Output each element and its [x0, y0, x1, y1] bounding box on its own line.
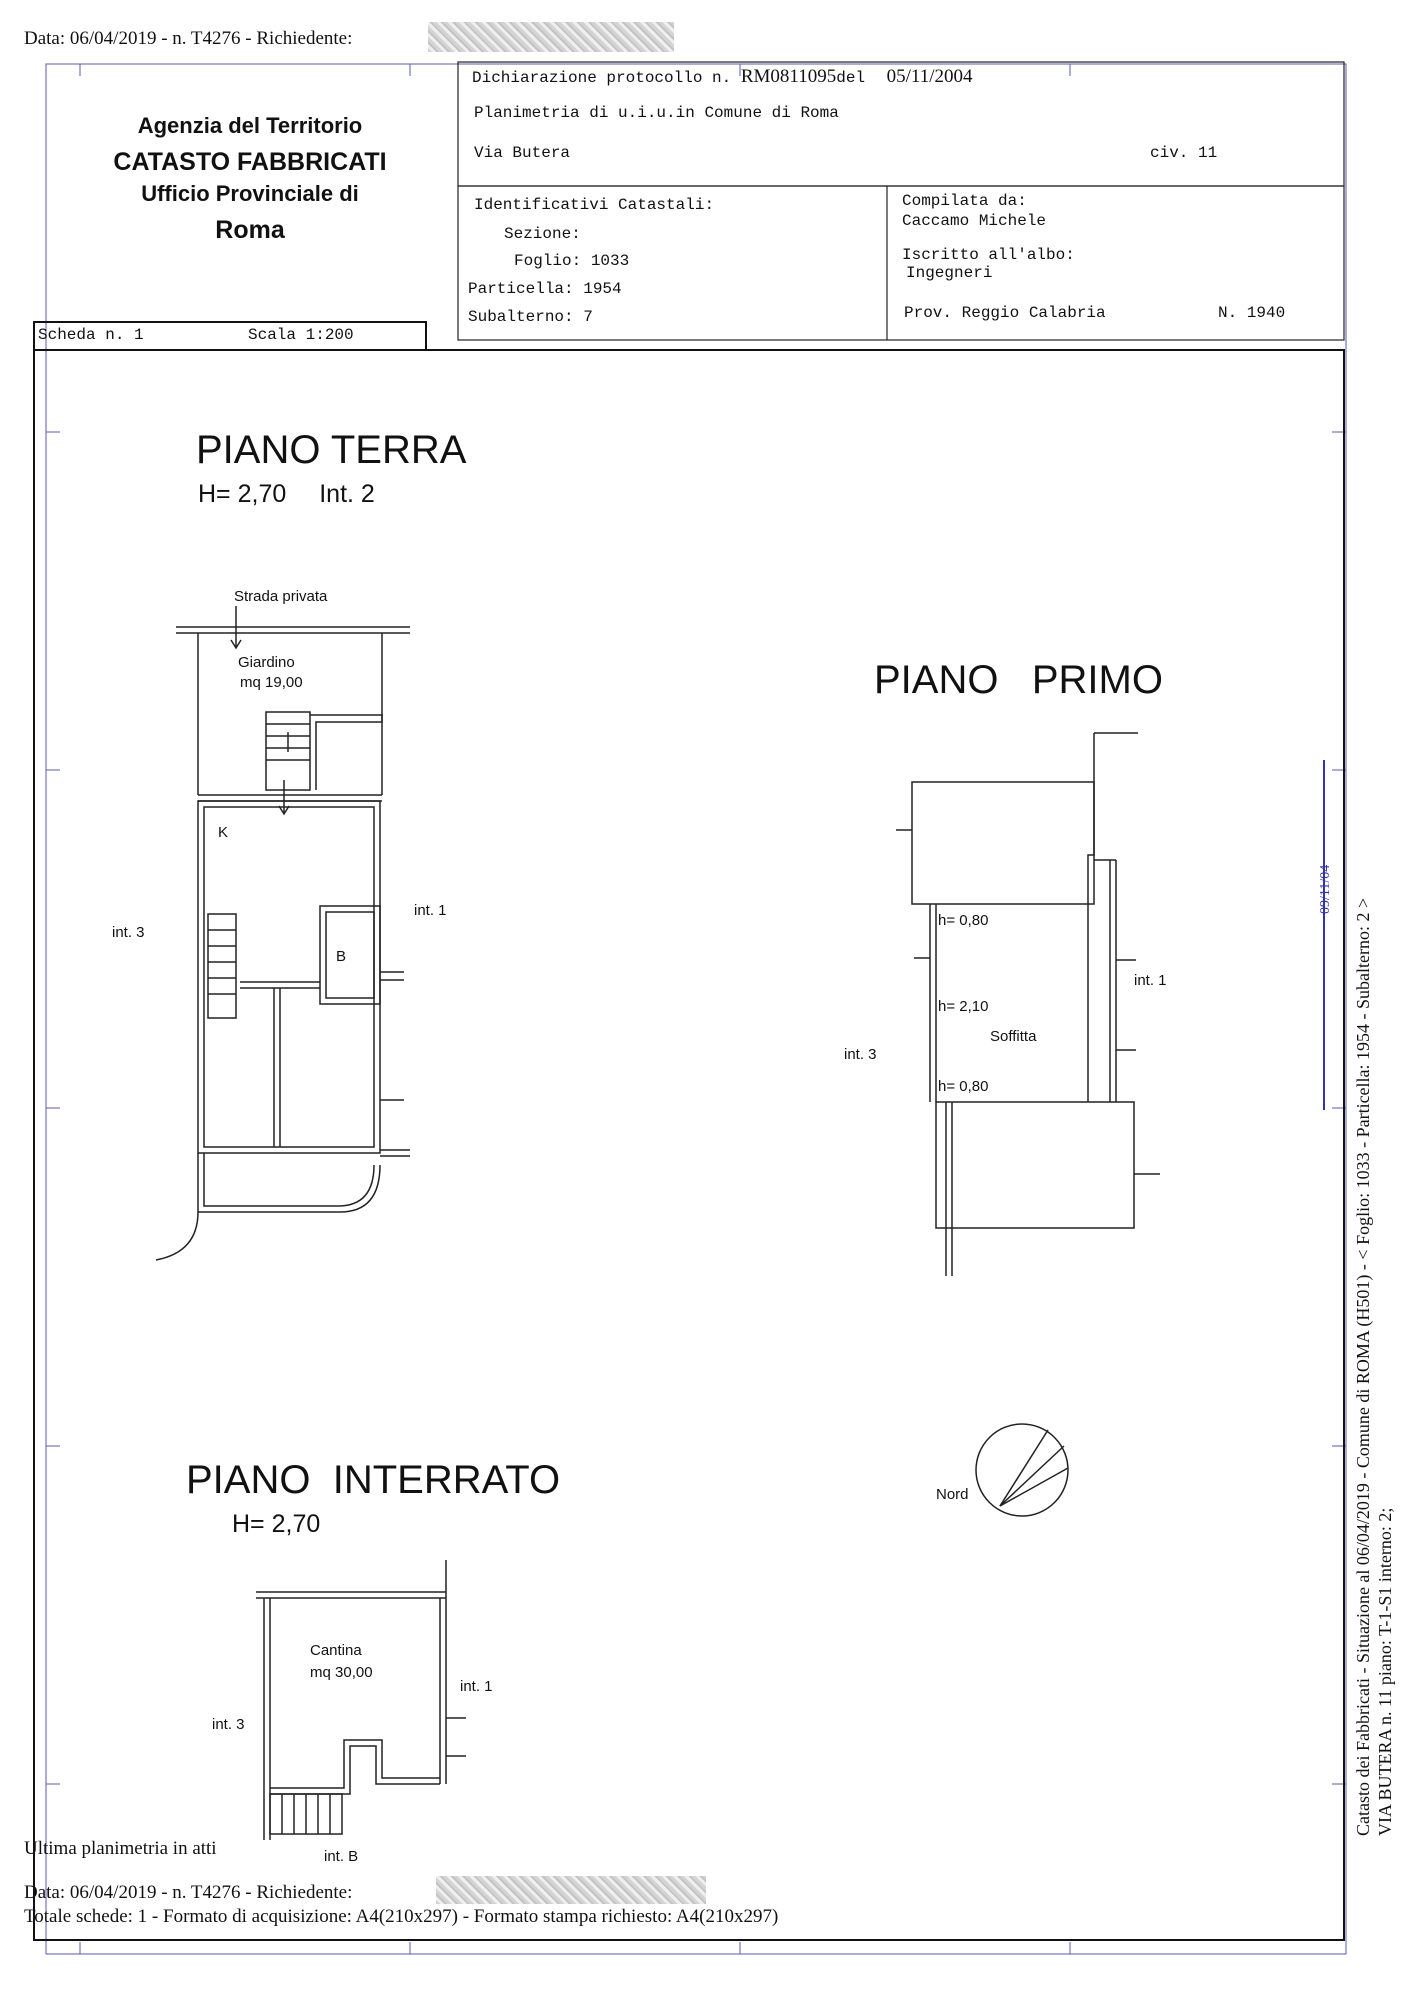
request-line-top: Data: 06/04/2019 - n. T4276 - Richiedent…: [24, 28, 353, 49]
primo-int3-label: int. 3: [844, 1046, 877, 1063]
protocol-label: Dichiarazione protocollo n.: [472, 69, 732, 87]
compiler-name: Caccamo Michele: [902, 212, 1047, 230]
redacted-requester-bottom: [436, 1876, 706, 1904]
interrato-height: H= 2,70: [232, 1510, 321, 1538]
nord-label: Nord: [936, 1486, 969, 1503]
terra-height: H= 2,70: [198, 480, 287, 508]
subalterno-value: Subalterno: 7: [468, 308, 593, 326]
side-info-line2: VIA BUTERA n. 11 piano: T-1-S1 interno: …: [1375, 1507, 1395, 1836]
giardino-label: Giardino: [238, 654, 295, 671]
protocol-date: 05/11/2004: [886, 66, 973, 87]
street-line: Via Butera: [474, 144, 571, 162]
footer-totale: Totale schede: 1 - Formato di acquisizio…: [24, 1906, 779, 1927]
interrato-int3-label: int. 3: [212, 1716, 245, 1733]
sezione-label: Sezione:: [504, 225, 581, 243]
catasto-title: CATASTO FABBRICATI: [113, 148, 387, 176]
soffitta-label: Soffitta: [990, 1028, 1037, 1045]
terra-int3-label: int. 3: [112, 924, 145, 941]
agency-block: Agenzia del Territorio CATASTO FABBRICAT…: [0, 108, 500, 248]
register-number: N. 1940: [1218, 304, 1286, 322]
redacted-requester-top: [428, 22, 674, 52]
bathroom-label: B: [336, 948, 347, 965]
compiler-label: Compilata da:: [902, 192, 1027, 210]
kitchen-label: K: [218, 824, 229, 841]
cantina-label: Cantina: [310, 1642, 362, 1659]
protocol-number: RM0811095: [740, 66, 837, 87]
protocol-line: Dichiarazione protocollo n. RM0811095del…: [472, 66, 973, 88]
giardino-area: mq 19,00: [240, 674, 303, 691]
province: Prov. Reggio Calabria: [904, 304, 1106, 322]
planimetria-line: Planimetria di u.i.u.in Comune di Roma: [474, 104, 839, 122]
primo-h3: h= 0,80: [938, 1078, 989, 1095]
protocol-del: del: [836, 69, 866, 87]
interrato-int1-label: int. 1: [460, 1678, 493, 1695]
scheda-number: Scheda n. 1: [38, 326, 144, 344]
footer-data: Data: 06/04/2019 - n. T4276 - Richiedent…: [24, 1882, 353, 1903]
albo-value: Ingegneri: [906, 264, 993, 282]
primo-int1-label: int. 1: [1134, 972, 1167, 989]
foglio-value: Foglio: 1033: [514, 252, 630, 270]
piano-interrato-title: PIANO INTERRATO: [186, 1458, 561, 1502]
office-city: Roma: [215, 216, 285, 244]
piano-terra-height: H= 2,70 Int. 2: [198, 480, 375, 509]
strada-label: Strada privata: [234, 588, 328, 605]
scale-label: Scala 1:200: [248, 326, 354, 344]
piano-terra-title: PIANO TERRA: [196, 428, 467, 472]
primo-h1: h= 0,80: [938, 912, 989, 929]
particella-value: Particella: 1954: [468, 280, 622, 298]
blue-stamp: 09/11/04: [1318, 864, 1333, 914]
agency-name: Agenzia del Territorio: [137, 113, 363, 138]
side-info: Catasto dei Fabbricati - Situazione al 0…: [1352, 586, 1396, 1836]
cantina-area: mq 30,00: [310, 1664, 373, 1681]
terra-interno: Int. 2: [319, 480, 375, 508]
terra-int1-label: int. 1: [414, 902, 447, 919]
interrato-intB-label: int. B: [324, 1848, 359, 1865]
office-label: Ufficio Provinciale di: [141, 181, 359, 206]
primo-h2: h= 2,10: [938, 998, 989, 1015]
identifiers-heading: Identificativi Catastali:: [474, 196, 715, 214]
side-info-line1: Catasto dei Fabbricati - Situazione al 0…: [1353, 897, 1373, 1836]
civic-number: civ. 11: [1150, 144, 1218, 162]
piano-primo-title: PIANO PRIMO: [874, 658, 1163, 702]
footer-ultima: Ultima planimetria in atti: [24, 1838, 217, 1859]
albo-label: Iscritto all'albo:: [902, 246, 1075, 264]
